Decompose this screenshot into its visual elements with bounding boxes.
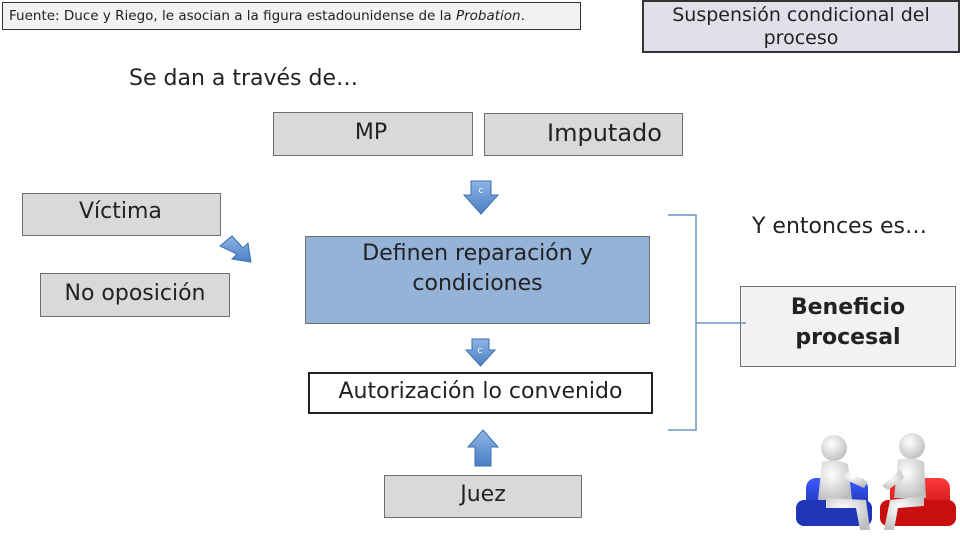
node-victima: Víctima — [22, 193, 221, 236]
node-no-oposicion: No oposición — [40, 273, 230, 317]
arrow-diagonal — [219, 235, 252, 263]
node-definen-line1: Definen reparación y — [362, 241, 593, 266]
slide-title-line2: proceso — [763, 27, 839, 49]
result-lead: Y entonces es… — [752, 214, 928, 239]
bracket — [668, 214, 746, 431]
arrow-down-1: c — [462, 180, 500, 215]
node-imputado: Imputado — [484, 113, 683, 156]
source-note-text: Fuente: Duce y Riego, le asocian a la fi… — [9, 8, 456, 24]
arrow-down-2-marker: c — [478, 346, 483, 356]
figures-chairs-image — [796, 433, 956, 530]
slide-title: Suspensión condicional del proceso — [642, 0, 960, 53]
node-mp: MP — [273, 112, 473, 156]
source-note-suffix: . — [520, 8, 525, 24]
result-line2: procesal — [795, 325, 901, 350]
node-juez: Juez — [384, 475, 582, 518]
lead-text: Se dan a través de… — [129, 66, 359, 91]
node-definen: Definen reparación y condiciones — [305, 236, 650, 324]
arrow-down-1-marker: c — [479, 186, 484, 196]
arrow-down-2: c — [464, 338, 497, 367]
node-definen-line2: condiciones — [412, 271, 543, 296]
result-box: Beneficio procesal — [740, 286, 956, 367]
arrow-up-juez — [466, 429, 500, 467]
result-line1: Beneficio — [790, 295, 906, 320]
source-note: Fuente: Duce y Riego, le asocian a la fi… — [2, 2, 581, 30]
node-autorizacion: Autorización lo convenido — [308, 372, 653, 414]
source-note-italic: Probation — [455, 8, 521, 24]
slide-title-line1: Suspensión condicional del — [672, 4, 930, 26]
